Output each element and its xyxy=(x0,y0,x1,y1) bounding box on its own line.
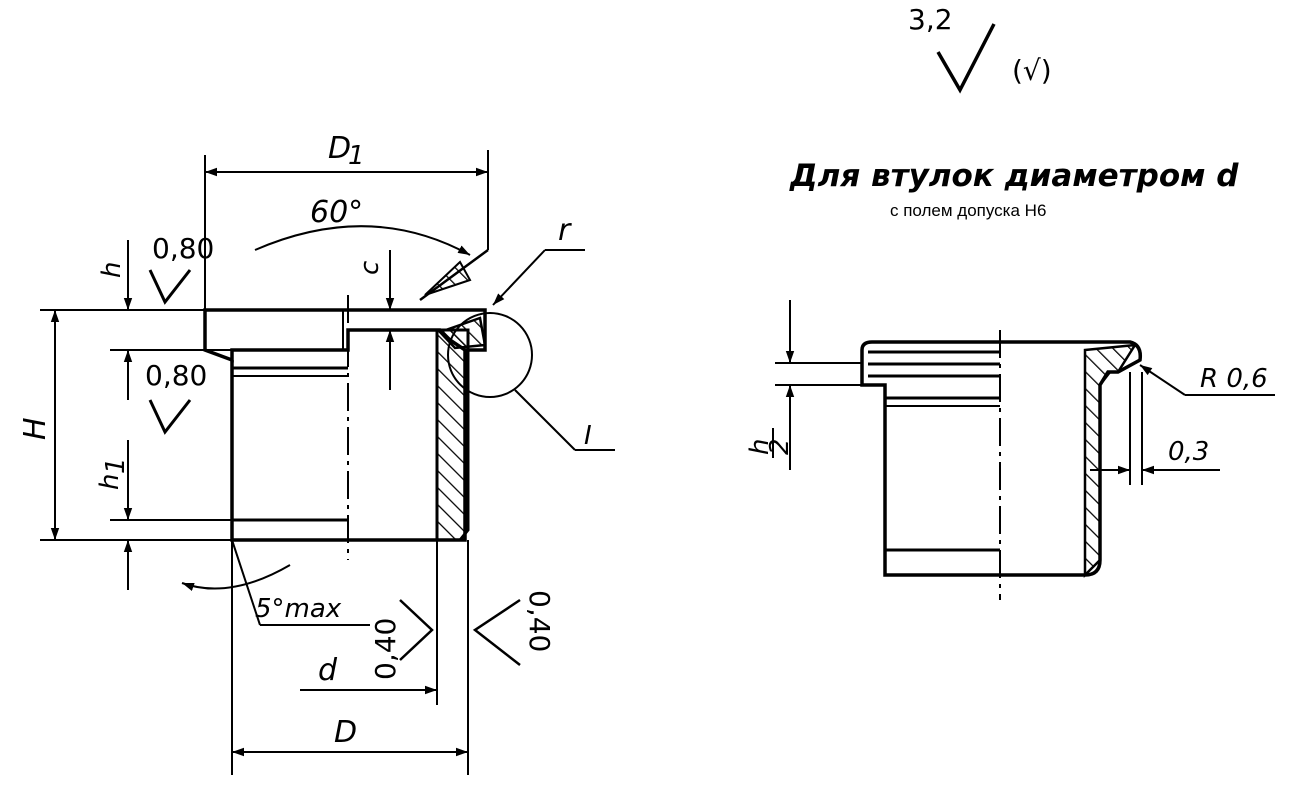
radius-label: R 0,6 xyxy=(1200,364,1268,394)
taper-label: 5°max xyxy=(255,594,342,624)
right-outline xyxy=(860,340,1143,577)
caption-subtitle: с полем допуска Н6 xyxy=(890,201,1046,220)
right-wall-hatch xyxy=(1083,343,1138,579)
taper-leader xyxy=(231,539,261,626)
right-section-view: R 0,6 0,3 h 2 xyxy=(745,300,1275,600)
roughness-top-icon xyxy=(148,269,192,305)
roughness-top-value: 0,80 xyxy=(152,232,214,265)
h-label: h xyxy=(97,262,127,278)
detail-circle xyxy=(447,312,533,398)
radius-leader xyxy=(1139,364,1186,396)
offset-label: 0,3 xyxy=(1168,437,1209,467)
D-label: D xyxy=(334,715,357,750)
H-label: H xyxy=(18,417,53,440)
angle-arc xyxy=(254,225,471,256)
roughness-outer-icon xyxy=(472,598,521,666)
taper-arc xyxy=(181,564,291,591)
roughness-outer-value: 0,40 xyxy=(523,590,556,652)
roughness-bore-value: 0,40 xyxy=(369,618,402,680)
flange-face xyxy=(204,309,344,351)
d-label: d xyxy=(318,653,338,688)
h1-label-sub: 1 xyxy=(101,457,131,474)
c-label: c xyxy=(355,261,385,275)
roughness-inner-icon xyxy=(148,399,192,435)
caption-title: Для втулок диаметром d xyxy=(789,158,1239,194)
chamfer-triangle xyxy=(424,260,472,296)
h2-denominator: 2 xyxy=(765,438,795,455)
wall-section-hatch xyxy=(435,328,470,542)
general-roughness-value: 3,2 xyxy=(908,3,953,36)
angle-label: 60° xyxy=(310,195,363,230)
roughness-check-icon xyxy=(936,23,996,94)
left-section-view: I D 1 60° r c H h h 1 xyxy=(18,131,615,775)
detail-label: I xyxy=(584,421,592,451)
d1-label-sub: 1 xyxy=(348,141,365,171)
r-leader xyxy=(492,249,546,306)
r-label: r xyxy=(558,213,572,248)
general-roughness-symbol: 3,2 (√) xyxy=(908,3,1052,94)
h1-label: h xyxy=(95,474,125,490)
general-roughness-parenthetical: (√) xyxy=(1012,54,1052,87)
roughness-bore-icon xyxy=(399,599,434,661)
roughness-inner-value: 0,80 xyxy=(145,359,207,392)
detail-leader xyxy=(514,389,576,451)
h2-numerator: h xyxy=(745,439,775,455)
d1-label: D xyxy=(328,131,351,166)
